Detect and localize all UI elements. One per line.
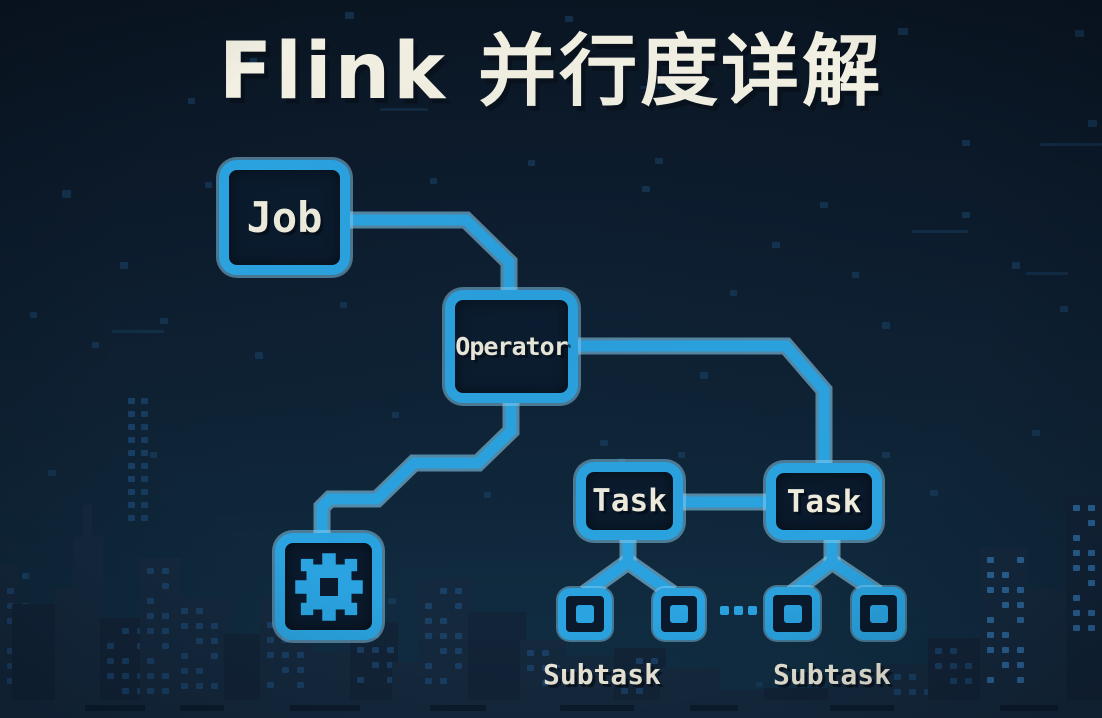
- task-node-right: Task: [766, 463, 882, 540]
- job-label: Job: [246, 193, 323, 242]
- subtask-core-icon: [670, 605, 688, 623]
- subtask-core-icon: [783, 604, 802, 623]
- task-node-left: Task: [576, 462, 683, 540]
- subtask-right-label: Subtask: [772, 657, 891, 691]
- task-left-label: Task: [592, 483, 667, 519]
- operator-instance-node: [275, 533, 382, 640]
- operator-node: Operator: [445, 290, 578, 403]
- gear-icon: [294, 552, 363, 621]
- job-node: Job: [219, 160, 350, 275]
- subtask-core-icon: [869, 604, 888, 623]
- subtask-box-4: [852, 587, 905, 640]
- operator-label: Operator: [455, 332, 568, 361]
- subtask-box-3: [765, 587, 820, 640]
- subtask-left-label: Subtask: [542, 657, 661, 691]
- page-title: Flink 并行度详解: [218, 27, 884, 117]
- subtask-box-2: [653, 588, 705, 640]
- task-right-label: Task: [786, 483, 862, 520]
- ellipsis-icon: [720, 606, 762, 618]
- subtask-box-1: [558, 588, 612, 640]
- subtask-core-icon: [576, 605, 594, 623]
